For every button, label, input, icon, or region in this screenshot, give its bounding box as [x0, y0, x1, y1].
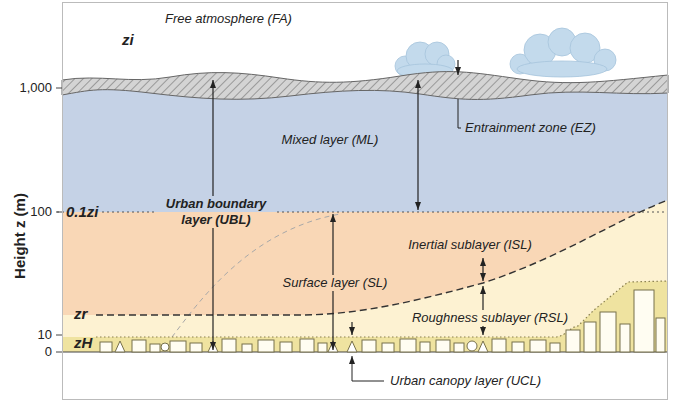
- buildings: [512, 342, 524, 352]
- buildings: [634, 290, 654, 352]
- trees: [467, 341, 477, 351]
- height-symbol: zr: [72, 306, 89, 322]
- buildings: [150, 344, 160, 352]
- trees: [478, 341, 488, 352]
- leader-lines: [352, 356, 384, 381]
- entrainment-zone-band: [62, 72, 668, 100]
- layer-boundaries: [57, 211, 668, 212]
- buildings: [492, 339, 506, 352]
- buildings: [420, 342, 430, 352]
- callout-label: Entrainment zone (EZ): [463, 120, 598, 136]
- layer-fills: [62, 2, 668, 82]
- buildings: [222, 339, 236, 352]
- layer-label: Urban boundary layer (UBL): [155, 196, 277, 228]
- layer-fills: [62, 2, 668, 352]
- axis-tick-label: 10: [36, 327, 54, 343]
- axis-tick-label: 1,000: [17, 80, 54, 96]
- height-symbol: zi: [120, 32, 136, 48]
- buildings: [362, 340, 376, 352]
- dimension-arrows: [351, 322, 352, 335]
- axis-title: Height z (m): [12, 191, 28, 281]
- layer-boundaries: [57, 200, 668, 352]
- buildings: [400, 339, 416, 352]
- buildings: [258, 340, 274, 352]
- buildings: [100, 290, 665, 352]
- layer-label: Free atmosphere (FA): [163, 11, 294, 27]
- layer-label: Surface layer (SL): [281, 275, 390, 291]
- buildings: [242, 344, 252, 352]
- trees: [347, 341, 357, 352]
- axis-tick-label: 100: [28, 204, 54, 220]
- trees: [115, 341, 488, 352]
- axis-ticks: [56, 212, 62, 213]
- buildings: [436, 340, 450, 352]
- trees: [115, 341, 125, 352]
- buildings: [454, 343, 464, 352]
- layer-fills: [62, 200, 668, 352]
- buildings: [132, 340, 146, 352]
- buildings: [190, 343, 202, 352]
- layer-fills: [62, 281, 668, 352]
- buildings: [600, 312, 616, 352]
- layer-label: Inertial sublayer (ISL): [406, 237, 534, 253]
- buildings: [300, 339, 314, 352]
- axis-ticks: [56, 352, 62, 353]
- buildings: [566, 330, 580, 352]
- dimension-arrows: [482, 258, 483, 281]
- axis-ticks: [56, 88, 62, 89]
- buildings: [620, 324, 630, 352]
- callout-label: Urban canopy layer (UCL): [388, 373, 543, 389]
- buildings: [100, 342, 112, 352]
- buildings: [550, 343, 560, 352]
- height-symbol: 0.1zi: [64, 204, 101, 220]
- leader-lines: [458, 99, 461, 128]
- buildings: [280, 342, 292, 352]
- buildings: [170, 341, 186, 352]
- layer-fills: [62, 82, 668, 212]
- axis-tick-label: 0: [43, 344, 54, 360]
- layer-label: Roughness sublayer (RSL): [410, 310, 570, 326]
- dimension-arrows: [457, 60, 458, 75]
- layer-label: Mixed layer (ML): [280, 132, 381, 148]
- dimension-arrows: [417, 80, 418, 210]
- buildings: [530, 340, 546, 352]
- buildings: [584, 322, 596, 352]
- trees: [161, 343, 169, 351]
- buildings: [656, 318, 665, 352]
- clouds: [517, 61, 607, 77]
- buildings: [382, 343, 394, 352]
- axis-ticks: [56, 335, 62, 336]
- axis-ticks: [56, 88, 62, 352]
- plot-frame: [63, 3, 668, 400]
- clouds: [395, 28, 616, 78]
- buildings: [318, 343, 327, 352]
- height-symbol: zH: [72, 335, 94, 351]
